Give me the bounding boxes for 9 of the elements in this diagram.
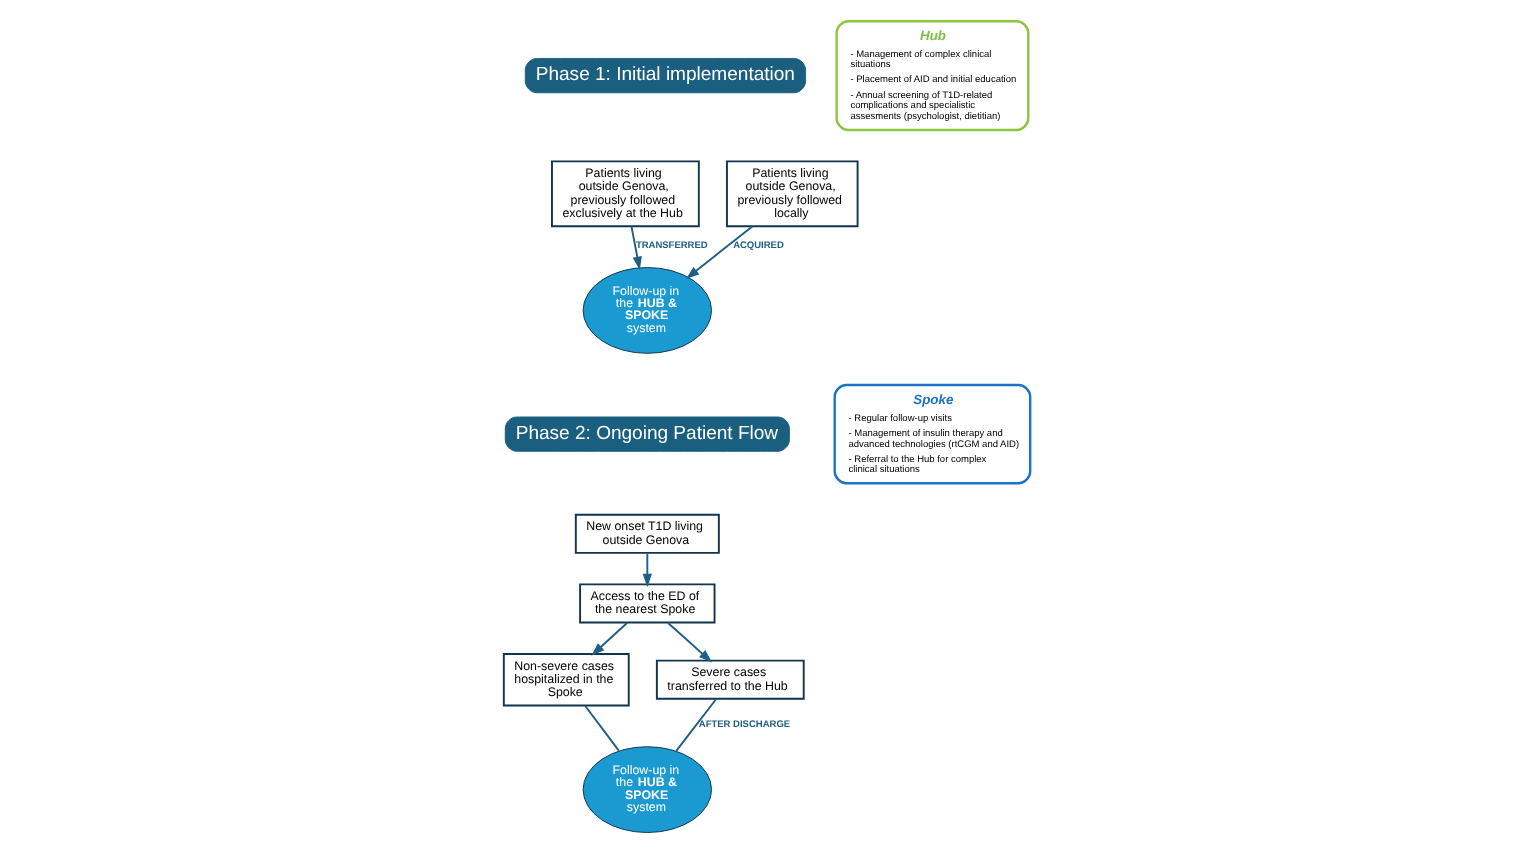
arrow	[666, 621, 713, 663]
node-box: Phase 2: Ongoing Patient Flow	[504, 416, 790, 452]
connector	[675, 698, 718, 752]
arrow	[642, 551, 652, 588]
node-box: Phase 1: Initial implementation	[524, 57, 807, 94]
arrow	[591, 621, 629, 656]
arrow	[630, 225, 642, 271]
arrow	[685, 225, 754, 279]
connector	[584, 704, 620, 752]
